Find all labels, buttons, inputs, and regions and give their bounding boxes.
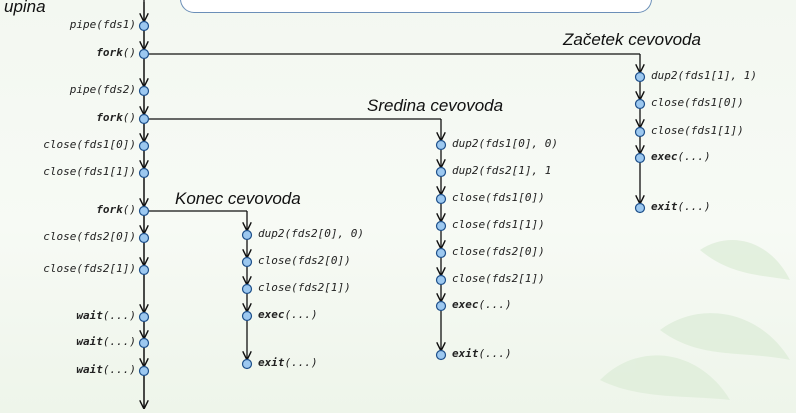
main-node [138, 48, 150, 60]
main-node [138, 85, 150, 97]
start-branch-node [634, 126, 646, 138]
main-step-label: close(fds2[0]) [43, 230, 136, 243]
main-step-label: close(fds2[1]) [43, 262, 136, 275]
main-step-label: pipe(fds2) [69, 83, 136, 96]
middle-branch-step-label: exec(...) [452, 298, 512, 311]
middle-branch-node [435, 274, 447, 286]
main-node [138, 20, 150, 32]
main-node [138, 140, 150, 152]
main-node [138, 232, 150, 244]
main-node [138, 205, 150, 217]
start-branch-node [634, 202, 646, 214]
main-node [138, 337, 150, 349]
heading-end: Konec cevovoda [175, 189, 301, 208]
call-args: (...) [284, 308, 318, 321]
call-args: (...) [677, 200, 711, 213]
end-branch-node [241, 358, 253, 370]
start-branch-node [634, 152, 646, 164]
middle-branch-node [435, 300, 447, 312]
call-name: exit [651, 200, 678, 213]
main-step-label: pipe(fds1) [69, 18, 136, 31]
call-args: () [122, 111, 136, 124]
call-name: wait [76, 335, 103, 348]
middle-branch-step-label: close(fds1[1]) [452, 218, 545, 231]
call-name: exec [651, 150, 678, 163]
middle-branch-node [435, 166, 447, 178]
middle-branch-node [435, 220, 447, 232]
middle-branch-step-label: close(fds2[0]) [452, 245, 545, 258]
call-args: (...) [102, 335, 136, 348]
end-branch-node [241, 310, 253, 322]
main-node [138, 113, 150, 125]
main-node [138, 264, 150, 276]
start-branch-step-label: exec(...) [651, 150, 711, 163]
main-step-label: fork() [0, 111, 136, 124]
call-name: exec [258, 308, 285, 321]
main-step-label: close(fds1[1]) [43, 165, 136, 178]
main-node [138, 167, 150, 179]
main-node [138, 311, 150, 323]
end-branch-step-label: close(fds2[0]) [258, 254, 351, 267]
middle-branch-node [435, 349, 447, 361]
call-args: (...) [478, 347, 512, 360]
start-branch-node [634, 71, 646, 83]
main-step-label: fork() [0, 203, 136, 216]
call-args: (...) [102, 363, 136, 376]
end-branch-step-label: exit(...) [258, 356, 318, 369]
end-branch-node [241, 256, 253, 268]
middle-branch-node [435, 193, 447, 205]
page-title: upina [4, 0, 46, 16]
call-args: (...) [284, 356, 318, 369]
heading-start: Začetek cevovoda [563, 30, 701, 49]
call-args: (...) [102, 309, 136, 322]
end-branch-step-label: close(fds2[1]) [258, 281, 351, 294]
middle-branch-step-label: exit(...) [452, 347, 512, 360]
call-args: () [122, 203, 136, 216]
call-args: (...) [478, 298, 512, 311]
main-step-label: close(fds1[0]) [43, 138, 136, 151]
middle-branch-node [435, 247, 447, 259]
call-args: () [122, 46, 136, 59]
start-branch-step-label: dup2(fds1[1], 1) [651, 69, 757, 82]
main-step-label: wait(...) [0, 363, 136, 376]
call-name: exit [452, 347, 479, 360]
middle-branch-step-label: close(fds1[0]) [452, 191, 545, 204]
start-branch-node [634, 98, 646, 110]
start-branch-step-label: close(fds1[1]) [651, 124, 744, 137]
heading-middle: Sredina cevovoda [367, 96, 504, 115]
call-name: fork [96, 111, 123, 124]
call-args: (...) [677, 150, 711, 163]
end-branch-step-label: dup2(fds2[0], 0) [258, 227, 364, 240]
middle-branch-step-label: dup2(fds2[1], 1 [452, 164, 552, 177]
call-name: fork [96, 203, 123, 216]
call-name: fork [96, 46, 123, 59]
call-name: exec [452, 298, 479, 311]
end-branch-node [241, 229, 253, 241]
end-branch-step-label: exec(...) [258, 308, 318, 321]
call-name: wait [76, 363, 103, 376]
main-step-label: wait(...) [0, 335, 136, 348]
call-name: wait [76, 309, 103, 322]
start-branch-step-label: exit(...) [651, 200, 711, 213]
end-branch-node [241, 283, 253, 295]
middle-branch-step-label: dup2(fds1[0], 0) [452, 137, 558, 150]
middle-branch-step-label: close(fds2[1]) [452, 272, 545, 285]
main-step-label: wait(...) [0, 309, 136, 322]
main-node [138, 365, 150, 377]
middle-branch-node [435, 139, 447, 151]
start-branch-step-label: close(fds1[0]) [651, 96, 744, 109]
call-name: exit [258, 356, 285, 369]
main-step-label: fork() [0, 46, 136, 59]
